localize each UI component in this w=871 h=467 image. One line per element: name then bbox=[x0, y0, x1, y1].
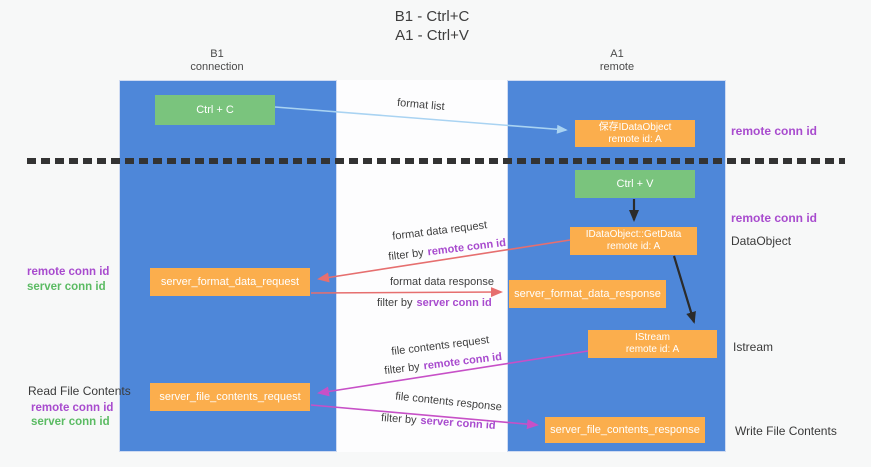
box-server-file-contents-request: server_file_contents_request bbox=[150, 383, 310, 411]
box-store-idataobject: 保存IDataObject remote id: A bbox=[575, 120, 695, 147]
istream-subtitle: remote id: A bbox=[625, 344, 680, 355]
lifeline-b1-role: connection bbox=[190, 61, 244, 73]
box-ctrl-v: Ctrl + V bbox=[575, 170, 695, 198]
box-idataobject-getdata: IDataObject::GetData remote id: A bbox=[570, 227, 697, 255]
getdata-title: IDataObject::GetData bbox=[585, 229, 682, 240]
istream-title: IStream bbox=[634, 332, 670, 343]
annotation-dataobject: DataObject bbox=[731, 234, 792, 248]
server-conn-id-text: server conn id bbox=[416, 297, 492, 309]
annotation-istream: Istream bbox=[733, 340, 774, 354]
annotation-remote-conn-id-bottom-left: remote conn id bbox=[31, 402, 114, 414]
box-server-file-contents-response: server_file_contents_response bbox=[545, 417, 705, 443]
annotation-read-file-contents: Read File Contents bbox=[28, 384, 131, 398]
lifeline-a1-role: remote bbox=[599, 61, 635, 73]
phase-separator-dashed-line bbox=[27, 158, 845, 164]
annotation-remote-conn-id-top: remote conn id bbox=[731, 124, 818, 138]
box-istream: IStream remote id: A bbox=[588, 330, 717, 358]
annotation-server-conn-id-bottom-left: server conn id bbox=[31, 416, 110, 428]
annotation-server-conn-id-left: server conn id bbox=[27, 281, 106, 293]
annotation-write-file-contents: Write File Contents bbox=[735, 424, 837, 438]
lifeline-a1-name: A1 bbox=[610, 48, 624, 60]
store-idataobject-subtitle: remote id: A bbox=[608, 133, 662, 145]
getdata-subtitle: remote id: A bbox=[606, 241, 661, 252]
title-line-2: A1 - Ctrl+V bbox=[395, 27, 469, 44]
box-ctrl-c: Ctrl + C bbox=[155, 95, 275, 125]
store-idataobject-title: 保存IDataObject bbox=[598, 121, 672, 133]
box-server-format-data-request: server_format_data_request bbox=[150, 268, 310, 296]
box-server-format-data-response: server_format_data_response bbox=[509, 280, 666, 308]
label-format-data-response: format data response bbox=[390, 276, 494, 288]
title-line-1: B1 - Ctrl+C bbox=[394, 8, 470, 25]
annotation-remote-conn-id-left: remote conn id bbox=[27, 266, 110, 278]
lifeline-header-b1: B1 connection bbox=[117, 48, 317, 74]
filter-by-text: filter by bbox=[380, 412, 417, 427]
lifeline-b1-name: B1 bbox=[210, 48, 224, 60]
annotation-remote-conn-id-mid: remote conn id bbox=[731, 211, 818, 225]
filter-by-text: filter by bbox=[377, 297, 413, 309]
lifeline-header-a1: A1 remote bbox=[517, 48, 717, 74]
diagram-title: B1 - Ctrl+C A1 - Ctrl+V bbox=[302, 7, 562, 45]
